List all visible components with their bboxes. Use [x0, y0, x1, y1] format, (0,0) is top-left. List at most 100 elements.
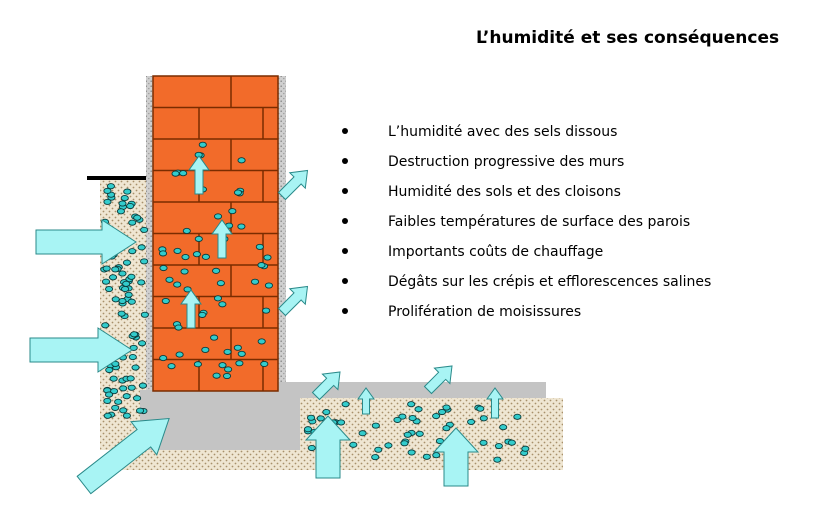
soil-droplet — [109, 375, 118, 382]
soil-droplet — [127, 273, 136, 280]
floor-droplet — [521, 445, 530, 452]
wall-droplet — [180, 268, 189, 275]
wall-droplet — [159, 355, 168, 362]
wall-droplet — [218, 301, 227, 308]
bullet-icon — [342, 278, 348, 284]
floor-droplet — [494, 443, 503, 450]
soil-droplet — [126, 375, 135, 382]
arrow-up-icon — [188, 155, 210, 195]
floor-droplet — [432, 452, 441, 459]
bullet-icon — [342, 218, 348, 224]
floor-droplet — [513, 413, 522, 420]
soil-droplet — [122, 280, 131, 287]
wall-droplet — [223, 348, 232, 355]
soil-droplet — [111, 266, 120, 273]
soil-droplet — [105, 391, 114, 398]
wall-droplet — [263, 254, 272, 261]
wall-droplet — [201, 253, 210, 260]
wall-droplet — [175, 351, 184, 358]
soil-droplet — [103, 198, 112, 205]
floor-droplet — [442, 404, 451, 411]
wall-droplet — [260, 360, 269, 368]
floor-droplet — [316, 415, 325, 422]
floor-droplet — [442, 425, 451, 432]
soil-droplet — [108, 274, 118, 281]
soil-droplet — [123, 188, 132, 195]
wall-droplet — [257, 338, 266, 345]
wall-droplet — [198, 141, 207, 148]
floor-slab — [278, 382, 546, 398]
floor-droplet — [476, 405, 485, 412]
wall-droplet — [194, 235, 203, 242]
floor-droplet — [467, 418, 476, 425]
soil-droplet — [122, 412, 131, 419]
wall-droplet — [210, 334, 219, 341]
floor-droplet — [414, 406, 423, 413]
wall-droplet — [212, 372, 221, 379]
soil-droplet — [129, 344, 138, 351]
wall-droplet — [228, 208, 237, 215]
floor-droplet — [374, 446, 383, 453]
floor-droplet — [371, 454, 380, 461]
soil-droplet — [140, 258, 149, 265]
wall-droplet — [213, 295, 223, 302]
soil-droplet — [122, 259, 132, 266]
consequence-text: Dégâts sur les crépis et efflorescences … — [388, 274, 712, 290]
wall-droplet — [198, 311, 207, 318]
soil-droplet — [120, 195, 129, 202]
wall-droplet — [212, 267, 221, 274]
wall-droplet — [222, 372, 232, 380]
floor-droplet — [479, 439, 488, 446]
floor-droplet — [358, 430, 367, 437]
floor-droplet — [437, 408, 447, 416]
arrow-up-right-icon — [277, 169, 309, 201]
floor-droplet — [307, 444, 316, 452]
wall-droplet — [233, 189, 243, 196]
floor-droplet — [507, 439, 516, 446]
arrow-up-icon — [357, 387, 375, 415]
consequence-item: Importants coûts de chauffage — [338, 240, 711, 270]
wall-droplet — [158, 250, 168, 257]
bullet-icon — [342, 158, 348, 164]
bullet-icon — [342, 128, 348, 134]
soil-droplet — [116, 208, 125, 215]
consequence-text: Humidité des sols et des cloisons — [388, 184, 621, 200]
wall-droplet — [171, 170, 180, 177]
arrow-up-right-icon — [76, 417, 170, 495]
soil-droplet — [111, 296, 120, 303]
wall-droplet — [193, 361, 202, 368]
consequence-list: L’humidité avec des sels dissous Destruc… — [338, 120, 711, 330]
arrow-up-icon — [180, 289, 202, 329]
floor-droplet — [407, 401, 416, 408]
soil-droplet — [118, 270, 127, 277]
bullet-icon — [342, 308, 348, 314]
arrow-up-icon — [304, 415, 352, 479]
floor-droplet — [408, 415, 417, 422]
floor-droplet — [322, 409, 331, 416]
soil-droplet — [136, 407, 145, 414]
floor-droplet — [341, 401, 350, 408]
soil-droplet — [128, 219, 137, 226]
soil-droplet — [121, 285, 130, 293]
soil-droplet — [119, 385, 128, 392]
wall-droplet — [182, 227, 191, 235]
soil-droplet — [124, 291, 133, 298]
wall-droplet — [255, 243, 264, 250]
wall-droplet — [237, 223, 246, 230]
soil-droplet — [101, 278, 111, 285]
floor-droplet — [337, 419, 346, 426]
wall-droplet — [213, 213, 223, 220]
soil-droplet — [128, 248, 137, 255]
wall-droplet — [183, 286, 192, 293]
wall-droplet — [224, 366, 233, 373]
consequence-item: Faibles températures de surface des paro… — [338, 210, 711, 240]
wall-droplet — [173, 281, 182, 288]
floor-droplet — [403, 431, 412, 438]
wall-droplet — [237, 350, 246, 357]
soil-droplet — [102, 265, 111, 272]
floor-droplet — [415, 430, 424, 437]
soil-droplet — [114, 398, 123, 405]
soil-droplet — [103, 412, 112, 419]
consequence-text: L’humidité avec des sels dissous — [388, 124, 618, 140]
